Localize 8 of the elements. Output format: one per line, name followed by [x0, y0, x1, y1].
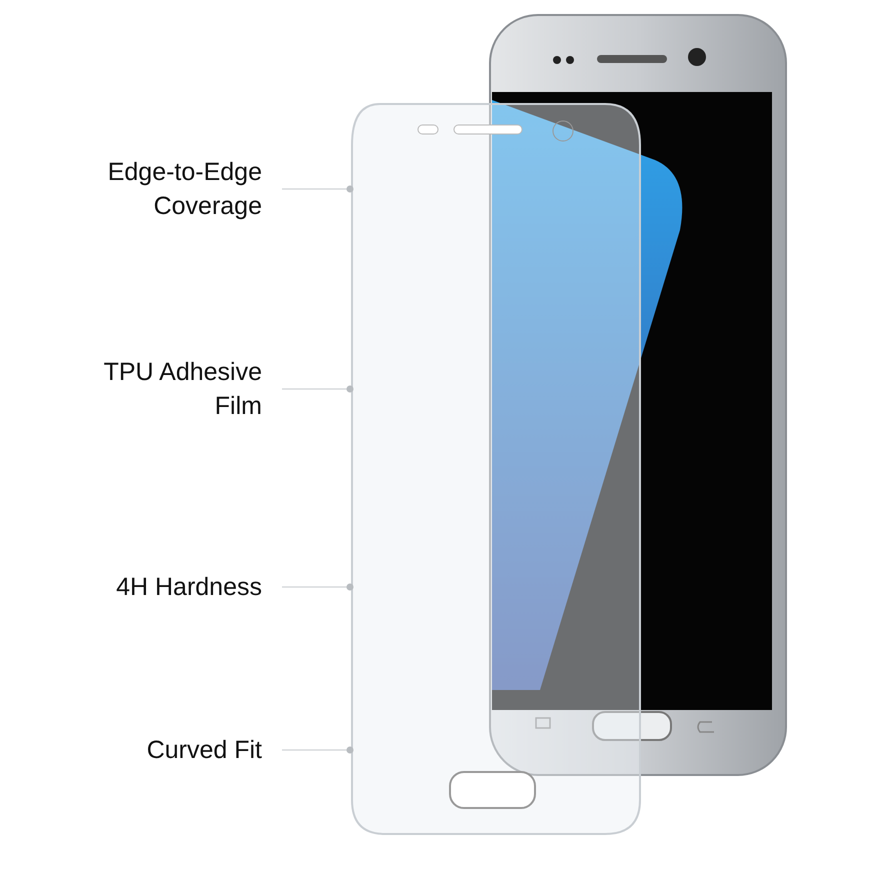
leader-line	[282, 386, 354, 392]
leader-line	[282, 186, 354, 192]
feature-label: 4H Hardness	[82, 570, 262, 604]
feature-label: Curved Fit	[82, 733, 262, 767]
leader-line	[282, 584, 354, 590]
feature-label: Edge-to-Edge Coverage	[82, 155, 262, 223]
leader-line	[282, 746, 354, 754]
feature-label: TPU Adhesive Film	[82, 355, 262, 423]
